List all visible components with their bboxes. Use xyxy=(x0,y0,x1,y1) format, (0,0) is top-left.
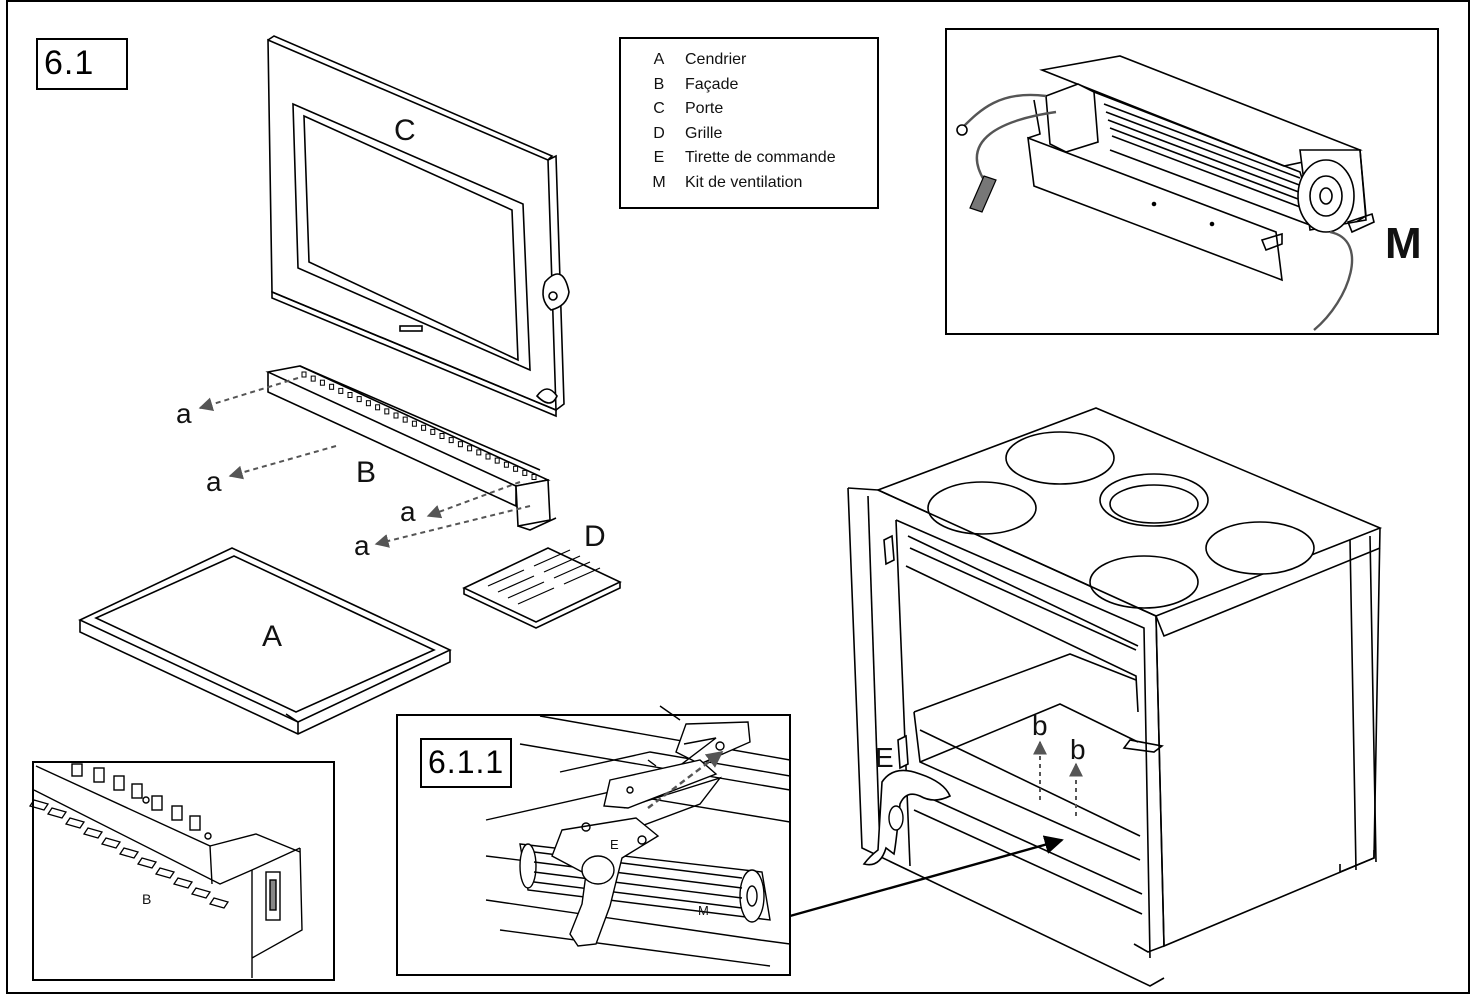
ashtray-drawing xyxy=(78,547,452,735)
legend-key: A xyxy=(653,51,665,68)
label-inset-facade-b: B xyxy=(142,891,152,907)
facade-slot xyxy=(347,392,353,398)
facade-slot xyxy=(384,408,390,415)
screw-arrows-b xyxy=(1033,740,1083,816)
screw-arrows-a xyxy=(198,377,531,548)
facade-inset-frame xyxy=(32,761,335,981)
detail-leader-arrow xyxy=(789,835,1064,918)
facade-slot xyxy=(485,453,491,460)
label-screw-a-2: a xyxy=(206,466,222,497)
facade-inset-drawing xyxy=(28,763,303,978)
fan-kit-drawing xyxy=(1027,55,1375,282)
facade-slot xyxy=(411,420,417,427)
facade-slot xyxy=(375,404,381,411)
legend-label: Kit de ventilation xyxy=(685,174,803,191)
figure-number-detail: 6.1.1 xyxy=(420,738,512,788)
label-grill-d: D xyxy=(584,520,606,553)
pull-rod-on-stove xyxy=(862,769,952,866)
facade-slot xyxy=(503,461,509,468)
facade-slot xyxy=(319,379,325,386)
grill-drawing xyxy=(462,547,622,629)
label-pull-rod-e: E xyxy=(875,742,894,773)
figure-number-main-text: 6.1 xyxy=(44,44,95,82)
label-door-c: C xyxy=(394,114,416,147)
facade-slot xyxy=(513,465,519,472)
label-detail-fan-m: M xyxy=(698,903,709,918)
label-screw-a-4: a xyxy=(354,530,370,561)
label-detail-pull-rod-e: E xyxy=(610,837,619,852)
facade-slot xyxy=(365,400,371,407)
cable-ring-terminal xyxy=(956,124,968,136)
facade-slot xyxy=(522,469,528,476)
door-drawing xyxy=(267,35,570,418)
stove-body-drawing xyxy=(847,407,1383,987)
facade-slot xyxy=(421,424,427,431)
facade-slot xyxy=(393,412,399,419)
facade-slots xyxy=(301,371,537,480)
legend-key: C xyxy=(653,100,665,117)
figure-number-detail-text: 6.1.1 xyxy=(428,744,505,780)
legend-label: Grille xyxy=(685,125,723,142)
legend-label: Cendrier xyxy=(685,51,747,68)
facade-slot xyxy=(439,433,445,439)
facade-slot xyxy=(531,474,537,480)
legend-label: Façade xyxy=(685,76,739,93)
fan-kit-cables xyxy=(961,93,1354,331)
detail-drawing xyxy=(485,705,791,967)
figure-number-main: 6.1 xyxy=(36,38,128,90)
label-screw-b-1: b xyxy=(1032,710,1048,741)
facade-slot xyxy=(301,371,307,378)
facade-slot xyxy=(448,437,454,444)
facade-slot xyxy=(467,445,473,452)
legend-label: Porte xyxy=(685,100,724,117)
label-screw-a-1: a xyxy=(176,398,192,429)
facade-slot xyxy=(310,375,316,382)
facade-slot xyxy=(430,428,436,435)
label-screw-a-3: a xyxy=(400,496,416,527)
label-facade-b: B xyxy=(356,456,377,489)
facade-slot xyxy=(457,441,463,448)
legend-key: D xyxy=(653,125,665,142)
cable-plug xyxy=(969,175,997,213)
label-screw-b-2: b xyxy=(1070,734,1086,765)
legend-key: E xyxy=(653,149,665,166)
label-fan-kit-m: M xyxy=(1385,219,1422,268)
facade-slot xyxy=(494,457,500,464)
facade-slot xyxy=(329,383,335,390)
facade-slot xyxy=(338,387,344,394)
facade-slot xyxy=(402,416,408,423)
facade-slot xyxy=(356,396,362,403)
legend-key: B xyxy=(653,76,665,93)
facade-slot xyxy=(476,449,482,456)
pull-rod-hole xyxy=(888,805,904,831)
detail-dashed-arrow xyxy=(647,750,724,809)
legend-label: Tirette de commande xyxy=(685,149,836,166)
facade-drawing xyxy=(265,365,557,531)
label-ashtray-a: A xyxy=(262,620,283,653)
legend-key: M xyxy=(652,174,666,191)
parts-legend: A Cendrier B Façade C Porte D Grille E Tirett… xyxy=(619,37,879,209)
